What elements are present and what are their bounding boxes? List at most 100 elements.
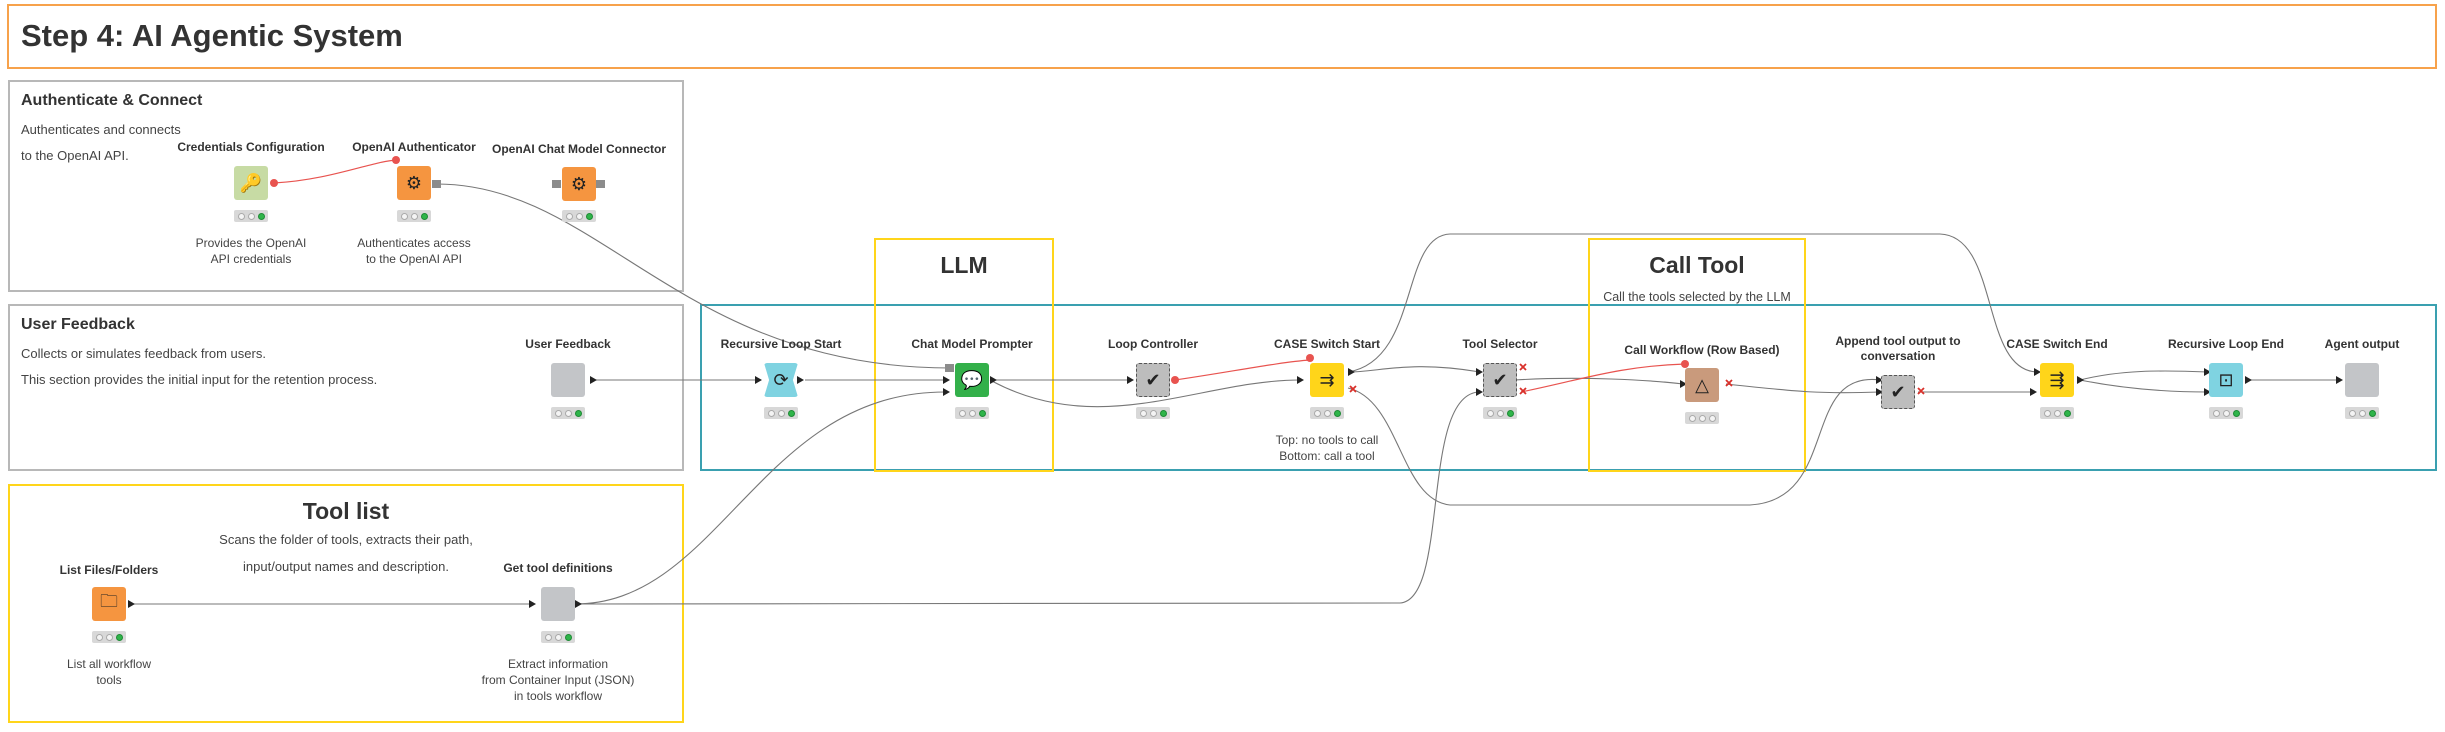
variable-port [270,179,278,187]
annotation-agent-loop[interactable] [700,304,2437,471]
connection-line [1347,379,1881,506]
model-port [432,180,441,188]
port-arrow [1476,388,1483,396]
node-label: conversation [1860,349,1936,363]
switch-icon: ⇶ [2040,363,2074,397]
port-arrow [1876,388,1883,396]
connection-line [2079,370,2209,381]
openai-icon: ⚙ [562,167,596,201]
port-arrow [2034,368,2041,376]
node-label: CASE Switch End [2006,337,2108,351]
node-description: in tools workflow [513,689,603,703]
node-label: Loop Controller [1108,337,1198,351]
annotation-text: This section provides the initial input … [21,372,378,387]
annotation-text: Scans the folder of tools, extracts thei… [219,532,473,547]
port-arrow [1680,380,1687,388]
node-label: List Files/Folders [59,563,159,577]
node-label: User Feedback [525,337,611,351]
variable-connection [1174,359,1311,381]
annotation-call-tool[interactable]: Call Tool Call the tools selected by the… [1588,238,1806,472]
port-arrow [943,388,950,396]
annotation-text: input/output names and description. [243,559,449,574]
port-arrow [2336,376,2343,384]
model-port [552,180,561,188]
node-description: from Container Input (JSON) [481,673,635,687]
openai-icon: ⚙ [397,166,431,200]
connection-line [2079,379,2209,393]
page-title: Step 4: AI Agentic System [21,18,403,53]
port-arrow [590,376,597,384]
variable-port [1306,354,1314,362]
connection-line [1347,366,1481,373]
annotation-llm[interactable]: LLM [874,238,1054,472]
annotation-authenticate[interactable]: Authenticate & Connect Authenticates and… [8,80,684,292]
inactive-port-x [1725,379,1733,387]
node-status [1310,407,1344,419]
node-status [2209,407,2243,419]
node-description: Bottom: call a tool [1279,449,1375,463]
annotation-title: LLM [940,252,988,278]
inactive-port-x [1519,387,1527,395]
node-status [2040,407,2074,419]
node-status [2345,407,2379,419]
port-arrow [529,600,536,608]
annotation-title: Authenticate & Connect [21,92,203,109]
node-description: Top: no tools to call [1275,433,1379,447]
annotation-title: Call Tool [1649,252,1745,278]
annotation-title: Tool list [302,498,390,524]
annotation-title: User Feedback [21,316,135,333]
port-arrow [2204,388,2211,396]
annotation-text: Call the tools selected by the LLM [1603,290,1791,304]
port-arrow [943,376,950,384]
switch-icon: ⇉ [1310,363,1344,397]
connection-line [1514,377,1684,385]
check-icon: ✔ [1483,363,1517,397]
loop-start-icon: ⟳ [764,363,798,397]
model-port [945,364,954,372]
port-arrow [755,376,762,384]
node-status [1136,407,1170,419]
variable-port [1171,376,1179,384]
port-arrow [575,600,582,608]
port-arrow [2204,368,2211,376]
node-description: List all workflow [66,657,152,671]
connection-line [989,379,1301,408]
annotation-text: to the OpenAI API. [21,148,129,163]
node-label: Get tool definitions [503,561,613,575]
port-arrow [1127,376,1134,384]
annotation-text: Authenticates and connects [21,122,181,137]
node-status [1483,407,1517,419]
node-description: Authenticates access [357,236,471,250]
node-description: tools [96,673,122,687]
key-icon: 🔑 [234,166,268,200]
port-arrow [797,376,804,384]
inactive-port-x [1917,387,1925,395]
node-status [562,210,596,222]
model-port [596,180,605,188]
check-icon: ✔ [1881,375,1915,409]
loop-end-icon: ⊡ [2209,363,2243,397]
triangle-icon: △ [1685,368,1719,402]
variable-port [392,156,400,164]
node-label: Agent output [2324,337,2400,351]
annotation-user-feedback[interactable]: User Feedback Collects or simulates feed… [8,304,684,471]
connection-line [436,183,951,369]
node-description: Extract information [507,657,609,671]
node-status [234,210,268,222]
connection-line [574,391,946,605]
component-icon [551,363,585,397]
node-label: OpenAI Chat Model Connector [492,142,666,156]
connection-line [1347,233,2039,373]
node-label: Credentials Configuration [177,140,325,154]
port-arrow [1876,376,1883,384]
chat-icon: 💬 [955,363,989,397]
port-arrow [2077,376,2084,384]
check-icon: ✔ [1136,363,1170,397]
inactive-port-x [1349,385,1357,393]
node-status [1685,412,1719,424]
node-status [397,210,431,222]
annotation-text: Collects or simulates feedback from user… [21,346,266,361]
node-label: Chat Model Prompter [911,337,1033,351]
node-status [764,407,798,419]
